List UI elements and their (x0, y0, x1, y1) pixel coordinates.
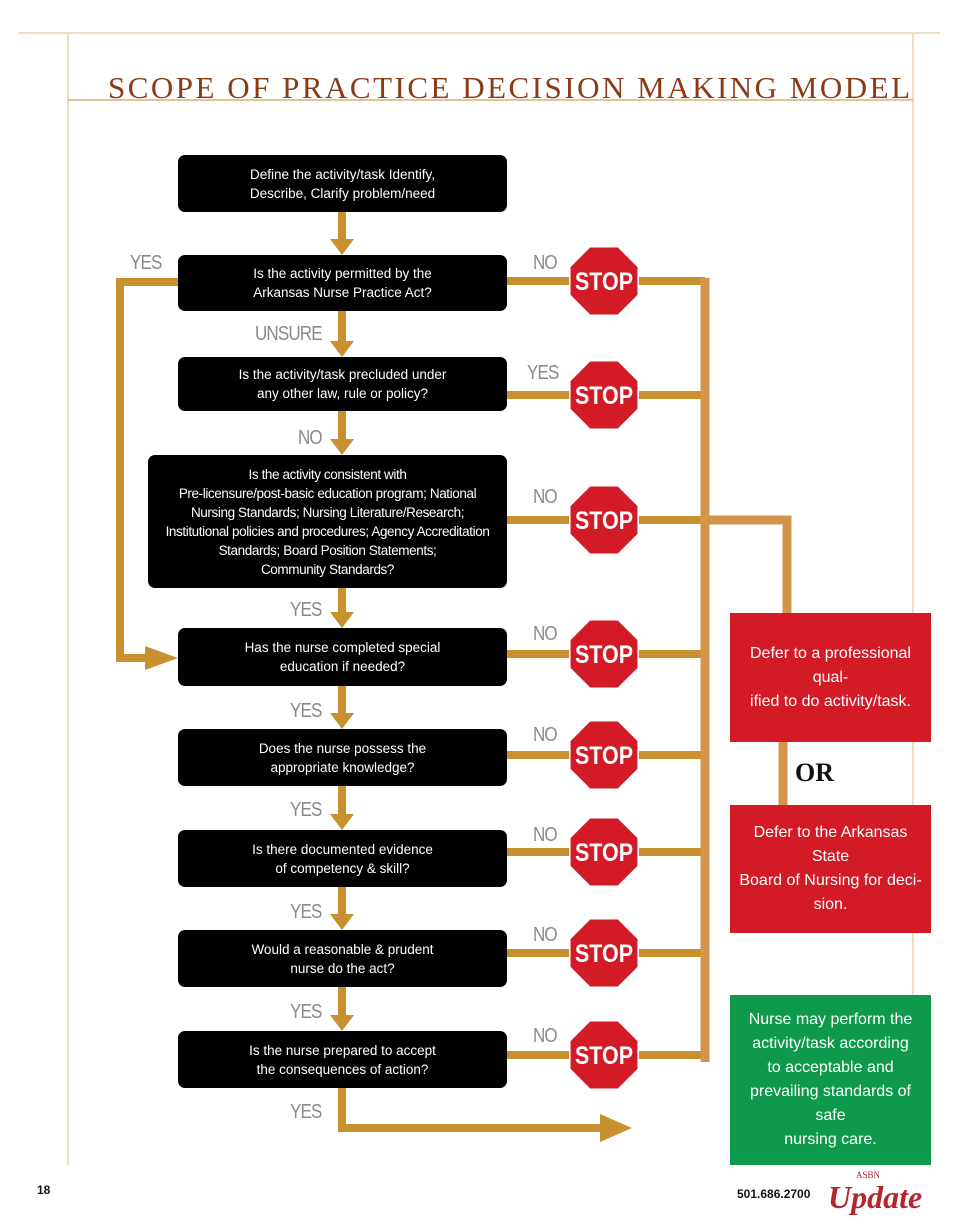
stop-octagon (569, 817, 639, 887)
label-no: NO (533, 252, 558, 274)
label-yes: YES (290, 901, 322, 923)
logo-text: Update (828, 1179, 923, 1215)
label-yes: YES (130, 252, 162, 274)
outcome-nurse-may-perform: Nurse may perform the activity/task acco… (730, 995, 931, 1165)
stop-sign: STOP (569, 817, 639, 887)
step-accept-consequences: Is the nurse prepared to accept the cons… (178, 1031, 507, 1088)
stop-text: STOP (575, 641, 633, 669)
page-title: SCOPE OF PRACTICE DECISION MAKING MODEL (108, 70, 913, 105)
asbn-update-logo: ASBN Update (828, 1170, 922, 1214)
stop-octagon (569, 360, 639, 430)
down-arrow-shaft (338, 311, 346, 345)
label-no: NO (533, 724, 558, 746)
down-arrow-shaft (338, 686, 346, 717)
outcome-defer-professional: Defer to a professional qual- ified to d… (730, 613, 931, 742)
yes-bypass-connector (116, 278, 178, 662)
down-arrow-head (330, 1015, 354, 1031)
step-special-education: Has the nurse completed special educatio… (178, 628, 507, 686)
arrow-head (145, 646, 178, 670)
label-yes: YES (290, 700, 322, 722)
step-reasonable-prudent: Would a reasonable & prudent nurse do th… (178, 930, 507, 987)
stop-octagon (569, 918, 639, 988)
step-nurse-practice-act: Is the activity permitted by the Arkansa… (178, 255, 507, 311)
page-frame (18, 32, 940, 1165)
step-documented-competency: Is there documented evidence of competen… (178, 830, 507, 887)
page-number: 18 (37, 1183, 51, 1197)
down-arrow-head (330, 341, 354, 357)
arrow-head (600, 1114, 632, 1142)
step-appropriate-knowledge: Does the nurse possess the appropriate k… (178, 729, 507, 786)
label-no: NO (298, 427, 323, 449)
step-consistent-with-standards: Is the activity consistent with Pre-lice… (148, 455, 507, 588)
stop-to-outcome-connectors (700, 278, 792, 1062)
logo-small-text: ASBN (856, 1170, 881, 1180)
stop-text: STOP (575, 742, 633, 770)
or-label: OR (795, 758, 834, 787)
step-define-activity: Define the activity/task Identify, Descr… (178, 155, 507, 212)
stop-octagon (569, 485, 639, 555)
down-arrow-shaft (338, 786, 346, 818)
phone-number: 501.686.2700 (737, 1187, 811, 1201)
down-arrow-head (330, 239, 354, 255)
stop-octagon (569, 720, 639, 790)
stop-text: STOP (575, 382, 633, 410)
stop-octagon (569, 1020, 639, 1090)
down-arrow-head (330, 612, 354, 628)
stop-sign: STOP (569, 918, 639, 988)
stop-sign: STOP (569, 485, 639, 555)
stop-octagon (569, 619, 639, 689)
label-no: NO (533, 824, 558, 846)
final-yes-connector (338, 1088, 610, 1132)
down-arrow-shaft (338, 212, 346, 243)
label-yes: YES (290, 799, 322, 821)
stop-sign: STOP (569, 1020, 639, 1090)
down-arrow-head (330, 914, 354, 930)
label-yes: YES (290, 599, 322, 621)
down-arrow-shaft (338, 987, 346, 1019)
stop-sign: STOP (569, 360, 639, 430)
label-yes: YES (527, 362, 559, 384)
label-no: NO (533, 486, 558, 508)
down-arrow-head (330, 439, 354, 455)
stop-sign: STOP (569, 619, 639, 689)
down-arrow-head (330, 713, 354, 729)
label-yes: YES (290, 1001, 322, 1023)
stop-octagon (569, 246, 639, 316)
down-arrow-shaft (338, 411, 346, 443)
label-no: NO (533, 1025, 558, 1047)
down-arrow-shaft (338, 887, 346, 918)
stop-sign: STOP (569, 720, 639, 790)
label-yes: YES (290, 1101, 322, 1123)
label-unsure: UNSURE (255, 323, 323, 345)
stop-text: STOP (575, 1042, 633, 1070)
stop-text: STOP (575, 507, 633, 535)
down-arrow-head (330, 814, 354, 830)
label-no: NO (533, 924, 558, 946)
step-precluded-by-law: Is the activity/task precluded under any… (178, 357, 507, 411)
stop-sign: STOP (569, 246, 639, 316)
stop-text: STOP (575, 268, 633, 296)
down-arrows (330, 212, 354, 1031)
down-arrow-shaft (338, 588, 346, 616)
stop-text: STOP (575, 940, 633, 968)
stop-text: STOP (575, 839, 633, 867)
label-no: NO (533, 623, 558, 645)
outcome-defer-board: Defer to the Arkansas State Board of Nur… (730, 805, 931, 933)
